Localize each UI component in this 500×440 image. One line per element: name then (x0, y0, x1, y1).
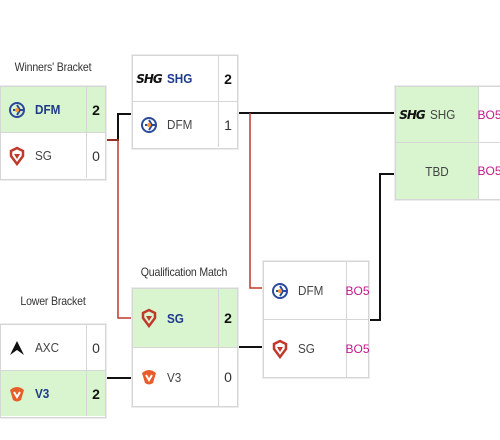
connector-w1-w2 (104, 113, 132, 141)
team-score: 0 (218, 348, 237, 406)
team-name: V3 (167, 369, 182, 385)
connector-drop-dfm (249, 113, 263, 289)
match-format: BO5 (478, 143, 500, 199)
team-name: V3 (35, 386, 50, 401)
qualification-match-label: Qualification Match (140, 265, 228, 279)
team-slot[interactable]: V3 0 (133, 348, 237, 406)
match-format: BO5 (346, 262, 370, 319)
team-score: 1 (218, 102, 237, 147)
team-slot[interactable]: DFM 1 (133, 102, 237, 147)
match-lower-r1: AXC 0 V3 2 (0, 324, 106, 418)
sg-logo-icon (137, 306, 161, 330)
sg-logo-icon (268, 337, 292, 361)
lower-bracket-label: Lower Bracket (20, 294, 86, 308)
winners-bracket-label: Winners' Bracket (14, 60, 92, 74)
team-slot[interactable]: DFM 2 (1, 87, 105, 133)
team-name: SG (35, 148, 52, 163)
team-slot[interactable]: SG 0 (1, 133, 105, 178)
team-name: SG (167, 310, 184, 326)
team-slot[interactable]: DFM BO5 (264, 262, 370, 320)
shg-logo-icon: SHG (399, 107, 426, 122)
shg-logo-icon: SHG (136, 71, 163, 86)
match-winners-r2: SHG SHG 2 DFM 1 (132, 55, 238, 149)
team-slot[interactable]: SHG SHG 2 (133, 56, 237, 102)
team-score: 2 (86, 371, 105, 416)
dfm-logo-icon (137, 113, 161, 137)
v3-logo-icon (5, 382, 29, 406)
team-name: SHG (167, 71, 193, 86)
team-name: DFM (298, 283, 324, 298)
team-slot[interactable]: SG 2 (133, 289, 237, 348)
team-name: TBD (425, 163, 449, 179)
team-slot[interactable]: TBD BO5 (396, 143, 500, 199)
team-score: 2 (218, 56, 237, 101)
team-name: DFM (167, 117, 193, 132)
team-score: 2 (86, 87, 105, 132)
match-final: SHG SHG BO5 TBD BO5 (395, 86, 500, 200)
team-slot[interactable]: AXC 0 (1, 325, 105, 371)
dfm-logo-icon (5, 98, 29, 122)
match-format: BO5 (346, 320, 370, 377)
team-score: 0 (86, 325, 105, 370)
team-score: 2 (218, 289, 237, 347)
sg-logo-icon (5, 144, 29, 168)
match-format: BO5 (478, 87, 500, 142)
axc-logo-icon (5, 336, 29, 360)
connector-drop-sg (104, 139, 132, 319)
dfm-logo-icon (268, 279, 292, 303)
team-slot[interactable]: SG BO5 (264, 320, 370, 377)
match-semi: DFM BO5 SG BO5 (263, 261, 370, 378)
team-name: SG (298, 341, 315, 356)
team-score: 0 (86, 133, 105, 178)
team-slot[interactable]: SHG SHG BO5 (396, 87, 500, 143)
team-name: AXC (35, 340, 60, 355)
connector-semi-final (367, 173, 395, 321)
match-qualification: SG 2 V3 0 (132, 288, 238, 407)
team-slot[interactable]: V3 2 (1, 371, 105, 416)
match-winners-r1: DFM 2 SG 0 (0, 86, 106, 180)
team-name: SHG (430, 107, 456, 122)
v3-logo-icon (137, 365, 161, 389)
team-name: DFM (35, 102, 61, 117)
